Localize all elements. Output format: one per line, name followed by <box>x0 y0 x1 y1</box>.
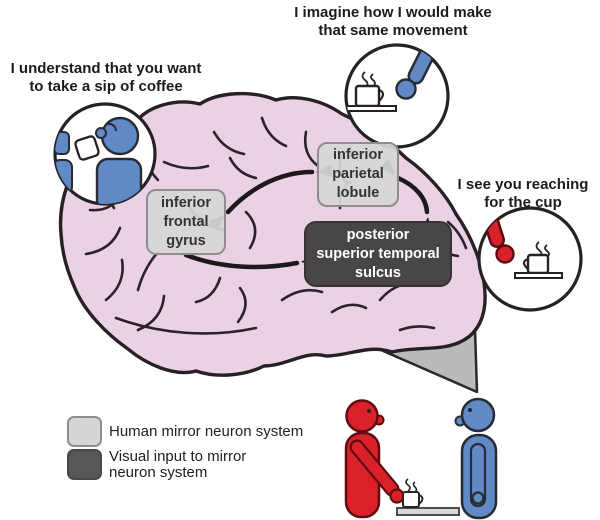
thought-text-see: I see you reaching for the cup <box>457 176 589 212</box>
head <box>100 116 140 156</box>
arrow-ifg-psts <box>183 252 300 270</box>
legend-swatch-light <box>67 416 102 447</box>
nose <box>95 127 107 139</box>
legend-item-visual-input: Visual input to mirror neuron system <box>67 449 246 480</box>
legend-label: Human mirror neuron system <box>109 422 304 440</box>
legend-item-human-mirror-neuron-system: Human mirror neuron system <box>67 416 303 447</box>
region-box-inferior-frontal-gyrus: inferior frontal gyrus <box>146 189 226 255</box>
region-box-posterior-superior-temporal-sulcus: posterior superior temporal sulcus <box>304 221 452 287</box>
thought-circle-imagine <box>344 43 450 149</box>
shelf <box>514 272 563 279</box>
hand <box>471 491 485 505</box>
hand <box>395 78 417 100</box>
arrow-ifg-ipl <box>225 169 315 215</box>
head <box>345 399 379 433</box>
eye <box>367 409 371 413</box>
hand <box>495 244 515 264</box>
person-drinking-coffee-icon <box>55 116 143 204</box>
actor-figure-red <box>344 399 405 519</box>
legend-label: Visual input to mirror neuron system <box>109 448 247 481</box>
closed-eye <box>107 122 118 132</box>
imagined-arm-movement-icon <box>395 45 437 100</box>
observation-scene <box>344 397 498 520</box>
arrow-ipl-psts <box>395 175 430 215</box>
coffee-cup-icon <box>74 135 100 161</box>
arm-at-side <box>469 442 487 508</box>
table <box>396 507 460 516</box>
coffee-cup-icon <box>402 491 424 508</box>
eye <box>468 408 472 412</box>
legend-swatch-dark <box>67 449 102 480</box>
head <box>460 397 496 433</box>
table <box>346 105 397 112</box>
coffee-cup-icon <box>354 84 385 108</box>
hand <box>389 488 405 504</box>
thought-circle-understand <box>53 102 157 206</box>
observer-figure-blue <box>454 397 498 520</box>
coffee-cup-icon <box>522 253 550 275</box>
thought-text-understand: I understand that you want to take a sip… <box>10 60 202 96</box>
region-box-inferior-parietal-lobule: inferior parietal lobule <box>317 142 399 207</box>
thought-circle-see <box>477 206 583 312</box>
thought-text-imagine: I imagine how I would make that same mov… <box>294 4 492 40</box>
steam-icon <box>405 478 418 493</box>
